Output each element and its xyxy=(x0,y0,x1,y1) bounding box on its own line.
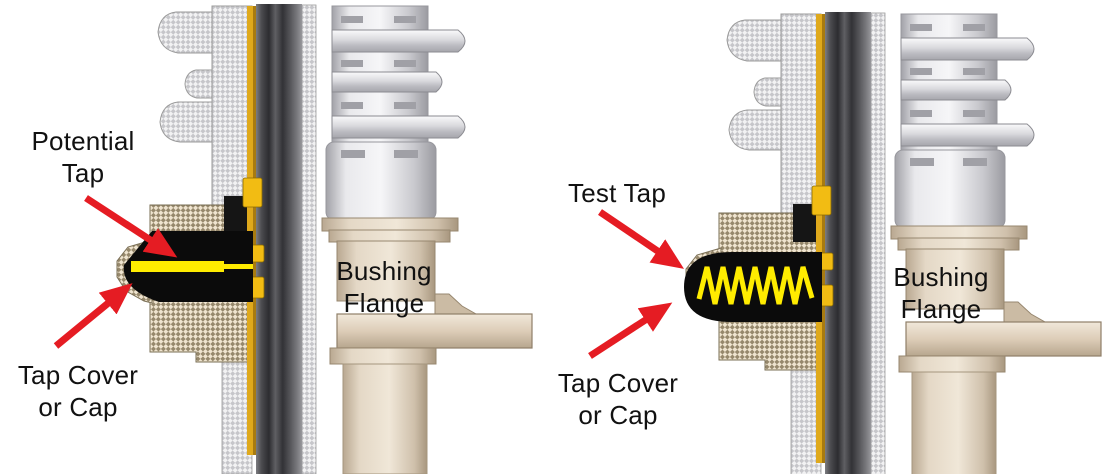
potential-tap-arrow xyxy=(84,195,178,258)
test-tap-assembly xyxy=(684,252,822,322)
callout-arrows xyxy=(53,195,685,359)
tap-cover-label-right: Tap Cover or Cap xyxy=(557,368,679,430)
potential-tap-assembly xyxy=(123,231,253,302)
tap-cover-label-left: Tap Cover or Cap xyxy=(17,360,139,422)
potential-tap-rod-tip xyxy=(221,264,253,269)
bushing-flange-label-right: Bushing Flange xyxy=(893,262,989,324)
right-bushing-graphic xyxy=(685,11,1102,474)
tap-cover-arrow-left xyxy=(53,283,133,349)
potential-tap-rod xyxy=(131,261,224,272)
test-tap-arrow xyxy=(598,209,685,269)
test-tap-spring xyxy=(696,266,815,305)
bushing-flange-label-left: Bushing Flange xyxy=(336,256,432,318)
tap-cover-arrow-right xyxy=(588,302,673,359)
potential-tap-label: Potential Tap xyxy=(31,126,135,188)
test-tap-label: Test Tap xyxy=(568,178,666,208)
